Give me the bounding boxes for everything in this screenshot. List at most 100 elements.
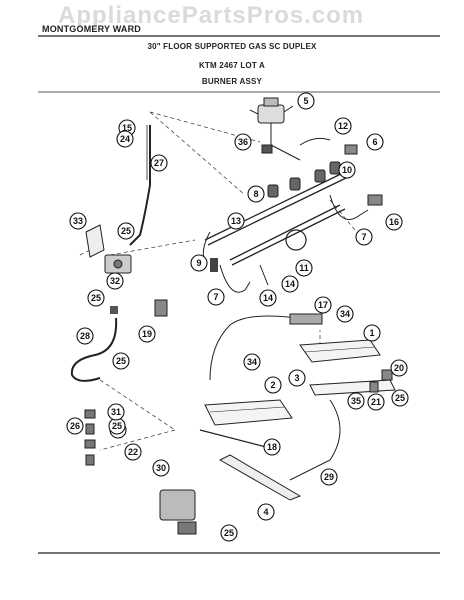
callout-number: 9 (196, 258, 201, 268)
callout-number: 18 (267, 442, 277, 452)
callout-circle (367, 393, 385, 411)
callout-number: 33 (73, 216, 83, 226)
callout-number: 34 (340, 309, 350, 319)
callout-32: 32 (106, 272, 124, 290)
callout-circle (320, 468, 338, 486)
gas-valve-assembly (249, 97, 301, 161)
callout-26: 26 (66, 417, 84, 435)
callout-circle (190, 254, 208, 272)
callout-27: 27 (150, 154, 168, 172)
callout-1: 1 (363, 324, 381, 342)
callout-number: 8 (253, 189, 258, 199)
callout-circle (314, 296, 332, 314)
callout-number: 25 (112, 421, 122, 431)
callout-25: 25 (87, 289, 105, 307)
callout-3: 3 (288, 369, 306, 387)
callout-circle (390, 359, 408, 377)
wire-harness-left (219, 264, 251, 293)
callout-14: 14 (281, 275, 299, 293)
callout-number: 25 (121, 226, 131, 236)
manifold-tube (204, 171, 349, 266)
callout-24: 24 (116, 130, 134, 148)
callout-circle (263, 438, 281, 456)
callout-36: 36 (234, 133, 252, 151)
callout-33: 33 (69, 212, 87, 230)
callout-number: 19 (142, 329, 152, 339)
orifice-fitting (261, 144, 273, 154)
callout-circle (338, 161, 356, 179)
callout-number: 31 (111, 407, 121, 417)
callout-number: 14 (263, 293, 273, 303)
callout-number: 29 (324, 472, 334, 482)
callout-circle (257, 503, 275, 521)
fuse-block (154, 299, 168, 317)
pilot-tube (289, 399, 341, 481)
callout-8: 8 (247, 185, 265, 203)
callout-7: 7 (355, 228, 373, 246)
mounting-bracket (85, 224, 105, 258)
callout-number: 32 (110, 276, 120, 286)
callout-29: 29 (320, 468, 338, 486)
watermark-text: AppliancePartsPros.com (58, 2, 365, 29)
callout-circle (66, 417, 84, 435)
callout-circle (76, 327, 94, 345)
dashed-leader-lines (79, 111, 356, 451)
main-gas-valve (159, 489, 197, 535)
callout-9: 9 (190, 254, 208, 272)
callout-number: 13 (231, 216, 241, 226)
callout-13: 13 (227, 212, 245, 230)
callout-circle (116, 130, 134, 148)
callout-number: 7 (361, 232, 366, 242)
right-burner-fittings (369, 369, 393, 393)
electrode (199, 429, 271, 449)
callout-number: 22 (128, 447, 138, 457)
callout-circle (336, 305, 354, 323)
callout-circle (106, 272, 124, 290)
callout-25: 25 (117, 222, 135, 240)
callout-circle (243, 353, 261, 371)
callout-number: 17 (318, 300, 328, 310)
callout-11: 11 (295, 259, 313, 277)
callout-number: 30 (156, 463, 166, 473)
callout-number: 14 (285, 279, 295, 289)
flex-tube (70, 317, 118, 382)
callout-circle (138, 325, 156, 343)
callout-number: 35 (351, 396, 361, 406)
callout-number: 2 (270, 380, 275, 390)
brand-label: MONTGOMERY WARD (42, 24, 141, 34)
callout-number: 21 (371, 397, 381, 407)
callout-circle (295, 259, 313, 277)
callout-circle (366, 133, 384, 151)
callout-25: 25 (391, 389, 409, 407)
callout-circle (363, 324, 381, 342)
ignition-bar (218, 454, 302, 501)
callout-circle (234, 133, 252, 151)
callout-circle (281, 275, 299, 293)
callout-18: 18 (263, 438, 281, 456)
callout-number: 5 (303, 96, 308, 106)
callout-number: 15 (122, 123, 132, 133)
supply-tube (129, 125, 151, 246)
ignitor (210, 258, 218, 272)
callout-circle (87, 289, 105, 307)
callout-circle (152, 459, 170, 477)
callout-number: 11 (299, 263, 309, 273)
callout-circle (297, 92, 315, 110)
callout-20: 20 (390, 359, 408, 377)
spark-switches (344, 144, 383, 206)
callout-number: 34 (247, 357, 257, 367)
callout-number: 26 (70, 421, 80, 431)
callout-31: 31 (107, 403, 125, 421)
callout-number: 12 (338, 121, 348, 131)
callout-circle (112, 352, 130, 370)
callout-25: 25 (112, 352, 130, 370)
callout-14: 14 (259, 289, 277, 307)
callout-21: 21 (367, 393, 385, 411)
callout-number: 20 (394, 363, 404, 373)
flame-sensor (289, 313, 323, 325)
callout-12: 12 (334, 117, 352, 135)
fitting-left (110, 306, 118, 314)
ring-clamp (285, 229, 307, 251)
callout-34: 34 (336, 305, 354, 323)
